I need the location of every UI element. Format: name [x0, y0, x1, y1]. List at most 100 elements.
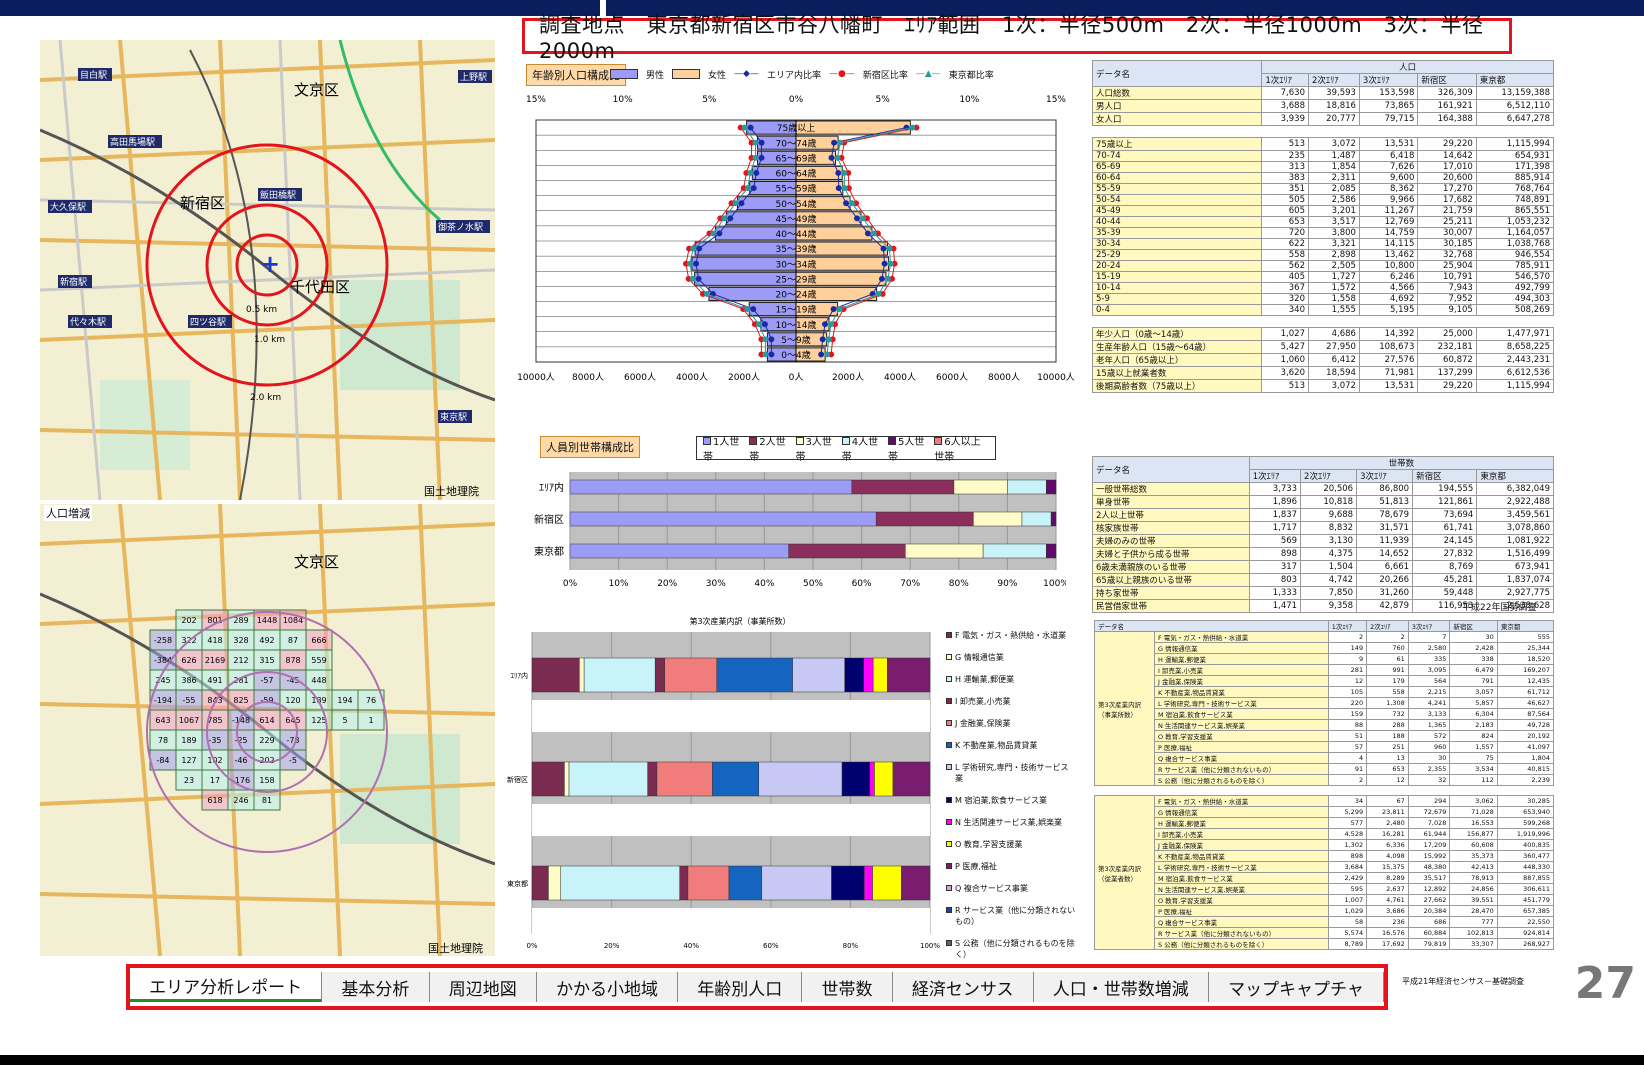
grid-value: -46: [234, 756, 247, 765]
table-cell: 27,662: [1407, 894, 1451, 906]
tab-7[interactable]: 人口・世帯数増減: [1033, 972, 1209, 1002]
table-cell: 492,799: [1475, 282, 1555, 294]
table-cell: 72,679: [1407, 806, 1451, 818]
household-segment: [1007, 479, 1047, 495]
table-cell: 1,896: [1248, 495, 1302, 509]
table-cell: 338: [1449, 653, 1498, 665]
table-cell: 7,952: [1417, 293, 1477, 305]
table-cell: 2,922,488: [1476, 495, 1554, 509]
table-cell: 149: [1327, 642, 1368, 654]
table-cell: 30,185: [1417, 238, 1477, 250]
household-segment: [905, 543, 984, 559]
table-cell: 1,053,232: [1475, 216, 1555, 228]
table-cell: 2,183: [1449, 719, 1498, 731]
table-cell: 924,814: [1496, 927, 1555, 939]
table-cell: 1,029: [1327, 905, 1368, 917]
industry-legend-label: J 金融業,保険業: [955, 719, 1011, 728]
table-cell: 17,209: [1407, 839, 1451, 851]
grid-value: -57: [260, 676, 273, 685]
row-label: O 教育,学習支援業: [1154, 730, 1329, 742]
table-cell: 513: [1261, 137, 1309, 151]
household-legend-label: 6人以上世帯: [934, 437, 981, 463]
table-cell: 188: [1366, 730, 1409, 742]
row-label: 女人口: [1091, 112, 1263, 126]
tab-3[interactable]: かかる小地域: [536, 972, 679, 1002]
tab-2[interactable]: 周辺地図: [429, 972, 537, 1002]
table-cell: 17,692: [1366, 938, 1409, 950]
station-label: 四ツ谷駅: [190, 317, 226, 328]
row-label: 50-54: [1091, 194, 1263, 206]
area-map[interactable]: + 文京区 新宿区 千代田区 0.5 km 1.0 km 2.0 km 国土地理…: [40, 40, 495, 500]
table-cell: 9,358: [1300, 599, 1358, 613]
tab-8[interactable]: マップキャプチャ: [1208, 972, 1385, 1002]
table-cell: 6,647,278: [1475, 112, 1555, 126]
table-cell: 164,388: [1417, 112, 1477, 126]
pyramid-top-tick: 10%: [959, 95, 979, 105]
table-cell: 791: [1449, 675, 1498, 687]
tab-1[interactable]: 基本分析: [322, 972, 430, 1002]
label-bunkyo: 文京区: [294, 81, 339, 99]
ratio-line: [830, 127, 917, 355]
table-cell: 9,105: [1417, 304, 1477, 316]
household-tick: 70%: [900, 579, 920, 589]
row-label: 民営借家世帯: [1092, 599, 1250, 613]
row-label: M 宿泊業,飲食サービス業: [1154, 708, 1329, 720]
table-cell: 2: [1327, 774, 1368, 786]
table-cell: 8,769: [1412, 560, 1478, 574]
household-legend-item: 5人世帯: [888, 433, 926, 463]
row-label: 生産年齢人口（15歳～64歳）: [1091, 340, 1263, 354]
table-cell: 2: [1366, 631, 1409, 643]
row-label: J 金融業,保険業: [1154, 839, 1329, 851]
table-cell: 13,462: [1358, 249, 1419, 261]
table-corner: データ名: [1092, 456, 1250, 483]
table-cell: 1,333: [1248, 586, 1302, 600]
industry-segment: [664, 657, 718, 693]
table-cell: 1,038,768: [1475, 238, 1555, 250]
row-label: P 医療,福祉: [1154, 905, 1329, 917]
table-cell: 1,115,994: [1475, 379, 1555, 393]
household-legend-label: 2人世帯: [749, 437, 786, 463]
row-label: 後期高齢者数（75歳以上）: [1091, 379, 1263, 393]
grid-value: -384: [154, 656, 172, 665]
industry-legend-label: M 宿泊業,飲食サービス業: [955, 796, 1047, 805]
tab-0[interactable]: エリア分析レポート: [130, 972, 323, 1002]
grid-value: 87: [288, 636, 298, 645]
table-cell: 1,854: [1307, 161, 1360, 173]
table-cell: 3,062: [1449, 795, 1498, 807]
tab-4[interactable]: 年齢別人口: [678, 972, 803, 1002]
industry-segment: [531, 761, 565, 797]
pyramid-bottom-tick: 0人: [789, 372, 804, 383]
table-cell: 803: [1248, 573, 1302, 587]
table-cell: 960: [1407, 741, 1451, 753]
industry-legend-swatch: [946, 885, 952, 891]
industry-segment: [758, 761, 843, 797]
grid-value: 878: [285, 656, 300, 665]
table-cell: 1,081,922: [1476, 534, 1554, 548]
tab-6[interactable]: 経済センサス: [892, 972, 1034, 1002]
table-cell: 4,742: [1300, 573, 1358, 587]
row-label: F 電気・ガス・熱供給・水道業: [1154, 631, 1329, 643]
table-cell: 654,931: [1475, 150, 1555, 162]
table-cell: 61,944: [1407, 828, 1451, 840]
table-cell: 9,688: [1300, 508, 1358, 522]
industry-legend-swatch: [946, 720, 952, 726]
table-cell: 6,412: [1307, 353, 1360, 367]
table-cell: 6,661: [1356, 560, 1414, 574]
household-tick: 40%: [754, 579, 774, 589]
table-cell: 1,837,074: [1476, 573, 1554, 587]
table-cell: 24,145: [1412, 534, 1478, 548]
table-cell: 653,940: [1496, 806, 1555, 818]
household-segment: [1021, 511, 1052, 527]
legend-area: エリア内比率: [766, 70, 821, 81]
tab-5[interactable]: 世帯数: [802, 972, 893, 1002]
industry-segment: [728, 865, 763, 901]
